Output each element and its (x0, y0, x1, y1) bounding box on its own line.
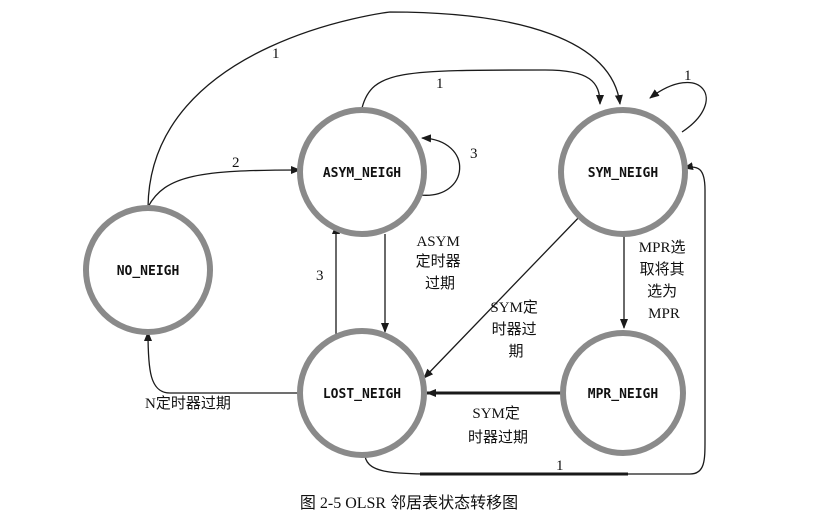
edge-label-sym-to-mpr: MPR选 取将其 选为 MPR (639, 239, 689, 322)
state-label-mpr-neigh: MPR_NEIGH (588, 387, 658, 402)
edge-label-sym-to-lost: SYM定 时器过 期 (490, 299, 541, 360)
state-asym-neigh: ASYM_NEIGH (297, 107, 427, 237)
edge-asym-self (419, 134, 461, 196)
state-label-sym-neigh: SYM_NEIGH (588, 166, 658, 181)
edge-no-to-sym (147, 11, 623, 208)
edge-sym-self (649, 81, 707, 133)
state-label-lost-neigh: LOST_NEIGH (323, 387, 401, 402)
state-label-asym-neigh: ASYM_NEIGH (323, 166, 401, 181)
state-no-neigh: NO_NEIGH (83, 205, 213, 335)
edge-label-no-to-asym: 2 (232, 155, 240, 171)
edge-label-asym-self: 3 (470, 146, 478, 162)
edge-lost-to-no (144, 331, 300, 394)
state-label-no-neigh: NO_NEIGH (117, 264, 180, 279)
edge-label-asym-to-sym: 1 (436, 76, 444, 92)
edge-sym-to-lost (423, 211, 585, 379)
edge-label-sym-self: 1 (684, 68, 692, 84)
edge-no-to-asym (147, 166, 301, 208)
state-lost-neigh: LOST_NEIGH (297, 328, 427, 458)
figure-caption: 图 2-5 OLSR 邻居表状态转移图 (300, 494, 518, 512)
edge-label-no-to-sym: 1 (272, 46, 280, 62)
edge-label-lost-to-sym: 1 (556, 458, 564, 474)
state-mpr-neigh: MPR_NEIGH (560, 330, 686, 456)
edge-label-asym-to-lost: ASYM 定时器 过期 (416, 234, 465, 292)
edge-label-mpr-to-lost: SYM定 时器过期 (468, 405, 528, 446)
edge-lost-to-sym (364, 162, 706, 475)
edge-label-lost-to-asym: 3 (316, 268, 324, 284)
state-sym-neigh: SYM_NEIGH (558, 107, 688, 237)
edge-asym-to-sym (361, 69, 604, 109)
edge-label-lost-to-no: N定时器过期 (145, 395, 231, 412)
